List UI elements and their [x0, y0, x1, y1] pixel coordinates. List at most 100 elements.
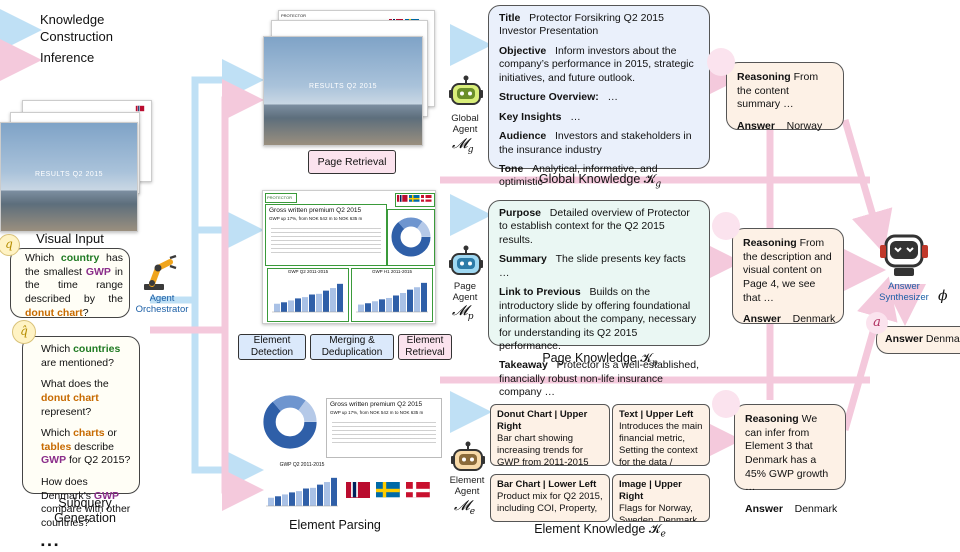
reasoning-value: From the content summary … [737, 71, 819, 111]
page-slide-chart2-title: GWP H1 2011-2015 [371, 269, 413, 274]
knowledge-field-value: Protector Forsikring Q2 2015 Investor Pr… [499, 12, 664, 38]
page-slide-heading: Gross written premium Q2 2015 [269, 207, 362, 214]
element-knowledge-text: Bar chart showing increasing trends for … [497, 432, 589, 466]
reasoning-key: Reasoning [737, 71, 791, 83]
knowledge-field: Objective Inform investors about the com… [499, 45, 699, 85]
element-detection-button[interactable]: Element Detection [238, 334, 306, 360]
page-slide-bar-chart-1 [272, 283, 344, 313]
bar [281, 302, 287, 312]
norway-flag-icon [397, 195, 408, 202]
knowledge-field-key: Key Insights [499, 110, 562, 123]
highlighted-term: GWP [85, 265, 111, 278]
query-text-segment: How does Denmark’s [41, 476, 94, 502]
page-slide-bullets [271, 225, 381, 253]
answer-text: Answer Denmark [743, 313, 836, 327]
knowledge-field-value: Detailed overview of Protector to establ… [499, 207, 690, 246]
knowledge-field-key: Audience [499, 130, 547, 143]
query-box: Which country has the smallest GWP in th… [10, 248, 130, 319]
robot-arm-icon [144, 254, 177, 290]
global-agent-label: Global Agent [451, 113, 479, 135]
page-knowledge-caption: Page Knowledge 𝓚p [542, 351, 658, 369]
page-slide-subheading: GWP up 17%, from NOK 542 m to NOK 635 m [269, 216, 363, 221]
knowledge-field: Key Insights … [499, 111, 699, 124]
element-knowledge-text: Introduces the main financial metric, Se… [619, 420, 703, 466]
knowledge-field-value: … [561, 110, 581, 123]
knowledge-field: Tone Analytical, informative, and optimi… [499, 163, 699, 190]
page-slide-flags-frame [395, 193, 435, 207]
bar [400, 293, 406, 312]
bar [302, 297, 308, 312]
highlighted-term: countries [73, 343, 121, 355]
page-slide-chart1-title: GWP Q2 2011-2015 [287, 269, 329, 274]
merging-deduplication-button[interactable]: Merging & Deduplication [310, 334, 394, 360]
agent-orchestrator-label: Agent Orchestrator [135, 293, 189, 315]
page-slide: PROTECTOR Gross written premium Q2 2015 … [262, 190, 436, 324]
knowledge-field-value: Investors and stakeholders in the insura… [499, 130, 692, 156]
bar [288, 300, 294, 312]
query-text-segment: describe [71, 440, 114, 453]
bar [386, 297, 392, 312]
reasoning-bubble-element [712, 390, 740, 418]
parsed-bar-chart-plot [266, 477, 338, 507]
global-slide-front: RESULTS Q2 2015 [263, 36, 423, 146]
knowledge-field-key: Link to Previous [499, 286, 581, 299]
highlighted-term: charts [73, 427, 105, 440]
highlighted-term: donut chart [25, 306, 83, 319]
page-slide-bar-chart-2 [356, 282, 428, 313]
denmark-flag-icon [406, 482, 430, 498]
global-slide-logo: PROTECTOR [281, 13, 307, 18]
answer-text: Answer Denmark [745, 503, 837, 517]
reasoning-text: Reasoning We can infer from Element 3 th… [745, 413, 835, 495]
element-knowledge-text: Flags for Norway, Sweden, Denmark [619, 502, 698, 522]
query-text-segment: What does the [41, 378, 109, 391]
bar [407, 289, 413, 312]
query-text-segment: for Q2 2015? [66, 454, 131, 467]
page-slide-chart2-frame: GWP H1 2011-2015 [351, 268, 433, 322]
answer-synthesizer-robot-icon [880, 234, 928, 276]
bar [268, 497, 274, 506]
answer-text: Answer Norway [737, 120, 833, 134]
parsed-text-block: Gross written premium Q2 2015 GWP up 17%… [326, 398, 442, 458]
subquery-item: Which countries are mentioned? [41, 343, 131, 370]
page-retrieval-button[interactable]: Page Retrieval [308, 150, 396, 174]
reasoning-key: Reasoning [745, 413, 799, 425]
element-agent-symbol: 𝓜e [454, 498, 476, 517]
reasoning-box-element: Reasoning We can infer from Element 3 th… [734, 404, 846, 515]
knowledge-field-key: Takeaway [499, 359, 548, 372]
bar [295, 298, 301, 312]
bar [289, 492, 295, 506]
bar [358, 304, 364, 312]
knowledge-field-value: Inform investors about the company’s per… [499, 44, 694, 84]
synthesizer-symbol: ϕ [938, 288, 948, 304]
parsed-bar-chart: GWP Q2 2011-2015 [262, 462, 342, 514]
bar [414, 287, 420, 312]
bar [275, 496, 281, 506]
bar [393, 295, 399, 312]
answer-value: Denmark [780, 313, 836, 326]
sweden-flag-icon [409, 195, 420, 202]
subquery-item: What does the donut chart represent? [41, 378, 131, 419]
reasoning-key: Reasoning [743, 237, 797, 249]
bar [296, 491, 302, 506]
page-slide-donut-chart [391, 217, 431, 257]
reasoning-value: We can infer from Element 3 that Denmark… [745, 413, 829, 494]
knowledge-field-key: Summary [499, 253, 547, 266]
knowledge-field: Title Protector Forsikring Q2 2015 Inves… [499, 12, 699, 39]
knowledge-field: Summary The slide presents key facts … [499, 253, 699, 280]
knowledge-field: Link to Previous Builds on the introduct… [499, 286, 699, 353]
bar [323, 290, 329, 312]
subquery-item: How does Denmark’s GWP compare with othe… [41, 476, 131, 531]
legend-construction-label: Knowledge Construction [40, 12, 113, 44]
bar [372, 301, 378, 312]
bar [309, 294, 315, 312]
knowledge-field-value: Protector is a well-established, financi… [499, 359, 699, 399]
global-agent-symbol: 𝓜g [452, 136, 474, 155]
query-text-segment: or [104, 427, 117, 440]
page-agent-label: Page Agent [452, 281, 478, 303]
knowledge-field-key: Objective [499, 44, 547, 57]
query-text-segment: in the time range described by the [25, 265, 123, 305]
subquery-ellipsis: ▪ ▪ ▪ [41, 538, 59, 551]
element-retrieval-button[interactable]: Element Retrieval [398, 334, 452, 360]
